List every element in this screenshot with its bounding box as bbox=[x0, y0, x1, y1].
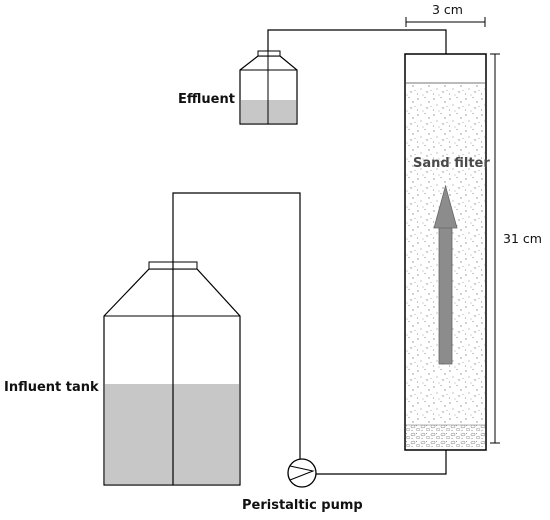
effluent-bottle-cap bbox=[257, 50, 281, 57]
flow-arrow-head bbox=[433, 184, 458, 229]
width-dimension bbox=[405, 17, 486, 27]
sand-filter-label: Sand filter bbox=[413, 156, 490, 171]
influent-tank-label: Influent tank bbox=[4, 380, 99, 395]
width-label: 3 cm bbox=[432, 2, 463, 17]
pump-label: Peristaltic pump bbox=[242, 498, 363, 513]
influent-liquid bbox=[105, 384, 239, 485]
gravel-layer bbox=[406, 425, 485, 447]
influent-tank bbox=[103, 261, 241, 486]
peristaltic-pump bbox=[287, 458, 317, 488]
sand-filter-column bbox=[404, 53, 487, 451]
flow-arrow-shaft bbox=[438, 225, 453, 365]
height-dimension bbox=[490, 53, 500, 444]
pump-circle bbox=[287, 458, 317, 488]
effluent-label: Effluent bbox=[178, 92, 235, 107]
height-label: 31 cm bbox=[503, 231, 542, 246]
effluent-tube bbox=[267, 29, 447, 54]
pump-rotor-icon bbox=[289, 465, 315, 481]
influent-tube bbox=[172, 192, 301, 485]
effluent-bottle bbox=[239, 50, 298, 125]
pump-to-column-tube bbox=[316, 450, 447, 475]
